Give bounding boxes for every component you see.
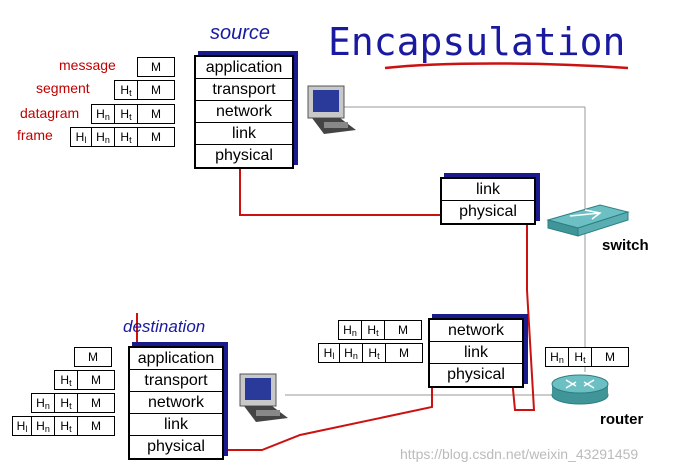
ht-cell: Ht	[115, 128, 138, 146]
switch-layer-physical: physical	[459, 203, 517, 220]
destination-label: destination	[123, 317, 206, 336]
ht-cell: Ht	[115, 81, 138, 99]
pdu-label-frame: frame	[17, 127, 53, 143]
destination-message-box: M	[74, 347, 112, 367]
destination-frame-box: Hl Hn Ht M	[12, 416, 115, 436]
switch-stack: link physical	[440, 177, 536, 225]
router-stack: network link physical	[428, 318, 524, 388]
hn-cell: Hn	[92, 105, 115, 123]
hn-cell: Hn	[92, 128, 115, 146]
destination-computer-icon	[239, 373, 288, 422]
source-datagram-box: Hn Ht M	[91, 104, 175, 124]
source-label: source	[210, 22, 271, 44]
destination-layer-transport: transport	[130, 370, 222, 392]
router-label: router	[600, 411, 644, 428]
m-cell: M	[91, 396, 101, 410]
source-layer-transport: transport	[196, 79, 292, 101]
m-cell: M	[91, 419, 101, 433]
m-cell: M	[91, 373, 101, 387]
m-cell: M	[151, 60, 161, 74]
hl-cell: Hl	[319, 344, 340, 362]
ht-cell: Ht	[362, 321, 385, 339]
destination-layer-physical: physical	[147, 438, 205, 455]
router-layer-link: link	[430, 342, 522, 364]
ht-cell: Ht	[115, 105, 138, 123]
source-layer-link: link	[196, 123, 292, 145]
hn-cell: Hn	[32, 394, 55, 412]
source-layer-network: network	[196, 101, 292, 123]
m-cell: M	[605, 350, 615, 364]
pdu-label-message: message	[59, 57, 116, 73]
pdu-label-datagram: datagram	[20, 105, 80, 121]
destination-layer-application: application	[130, 348, 222, 370]
watermark: https://blog.csdn.net/weixin_43291459	[400, 446, 639, 462]
hl-cell: Hl	[71, 128, 92, 146]
destination-layer-network: network	[130, 392, 222, 414]
hn-cell: Hn	[32, 417, 55, 435]
hn-cell: Hn	[546, 348, 569, 366]
router-layer-network: network	[430, 320, 522, 342]
switch-layer-link: link	[442, 179, 534, 201]
destination-datagram-box: Hn Ht M	[31, 393, 115, 413]
router-datagram-box: Hn Ht M	[338, 320, 422, 340]
source-frame-box: Hl Hn Ht M	[70, 127, 175, 147]
destination-segment-box: Ht M	[54, 370, 115, 390]
m-cell: M	[88, 350, 98, 364]
source-message-box: M	[137, 57, 175, 77]
switch-label: switch	[602, 237, 649, 254]
destination-layer-link: link	[130, 414, 222, 436]
title-underline	[384, 62, 629, 70]
hl-cell: Hl	[13, 417, 32, 435]
hn-cell: Hn	[340, 344, 363, 362]
router-right-datagram-box: Hn Ht M	[545, 347, 629, 367]
ht-cell: Ht	[569, 348, 592, 366]
source-segment-box: Ht M	[114, 80, 175, 100]
ht-cell: Ht	[363, 344, 386, 362]
source-layer-physical: physical	[215, 147, 273, 164]
source-stack: application transport network link physi…	[194, 55, 294, 169]
destination-stack: application transport network link physi…	[128, 346, 224, 460]
m-cell: M	[151, 83, 161, 97]
source-computer-icon	[307, 85, 356, 134]
page-title: Encapsulation	[328, 20, 626, 64]
ht-cell: Ht	[55, 394, 78, 412]
ht-cell: Ht	[55, 417, 78, 435]
router-icon	[551, 374, 609, 405]
switch-icon	[546, 204, 630, 237]
m-cell: M	[399, 346, 409, 360]
router-layer-physical: physical	[447, 366, 505, 383]
ht-cell: Ht	[55, 371, 78, 389]
m-cell: M	[398, 323, 408, 337]
router-frame-box: Hl Hn Ht M	[318, 343, 423, 363]
pdu-label-segment: segment	[36, 80, 90, 96]
source-layer-application: application	[196, 57, 292, 79]
hn-cell: Hn	[339, 321, 362, 339]
m-cell: M	[151, 107, 161, 121]
m-cell: M	[151, 130, 161, 144]
